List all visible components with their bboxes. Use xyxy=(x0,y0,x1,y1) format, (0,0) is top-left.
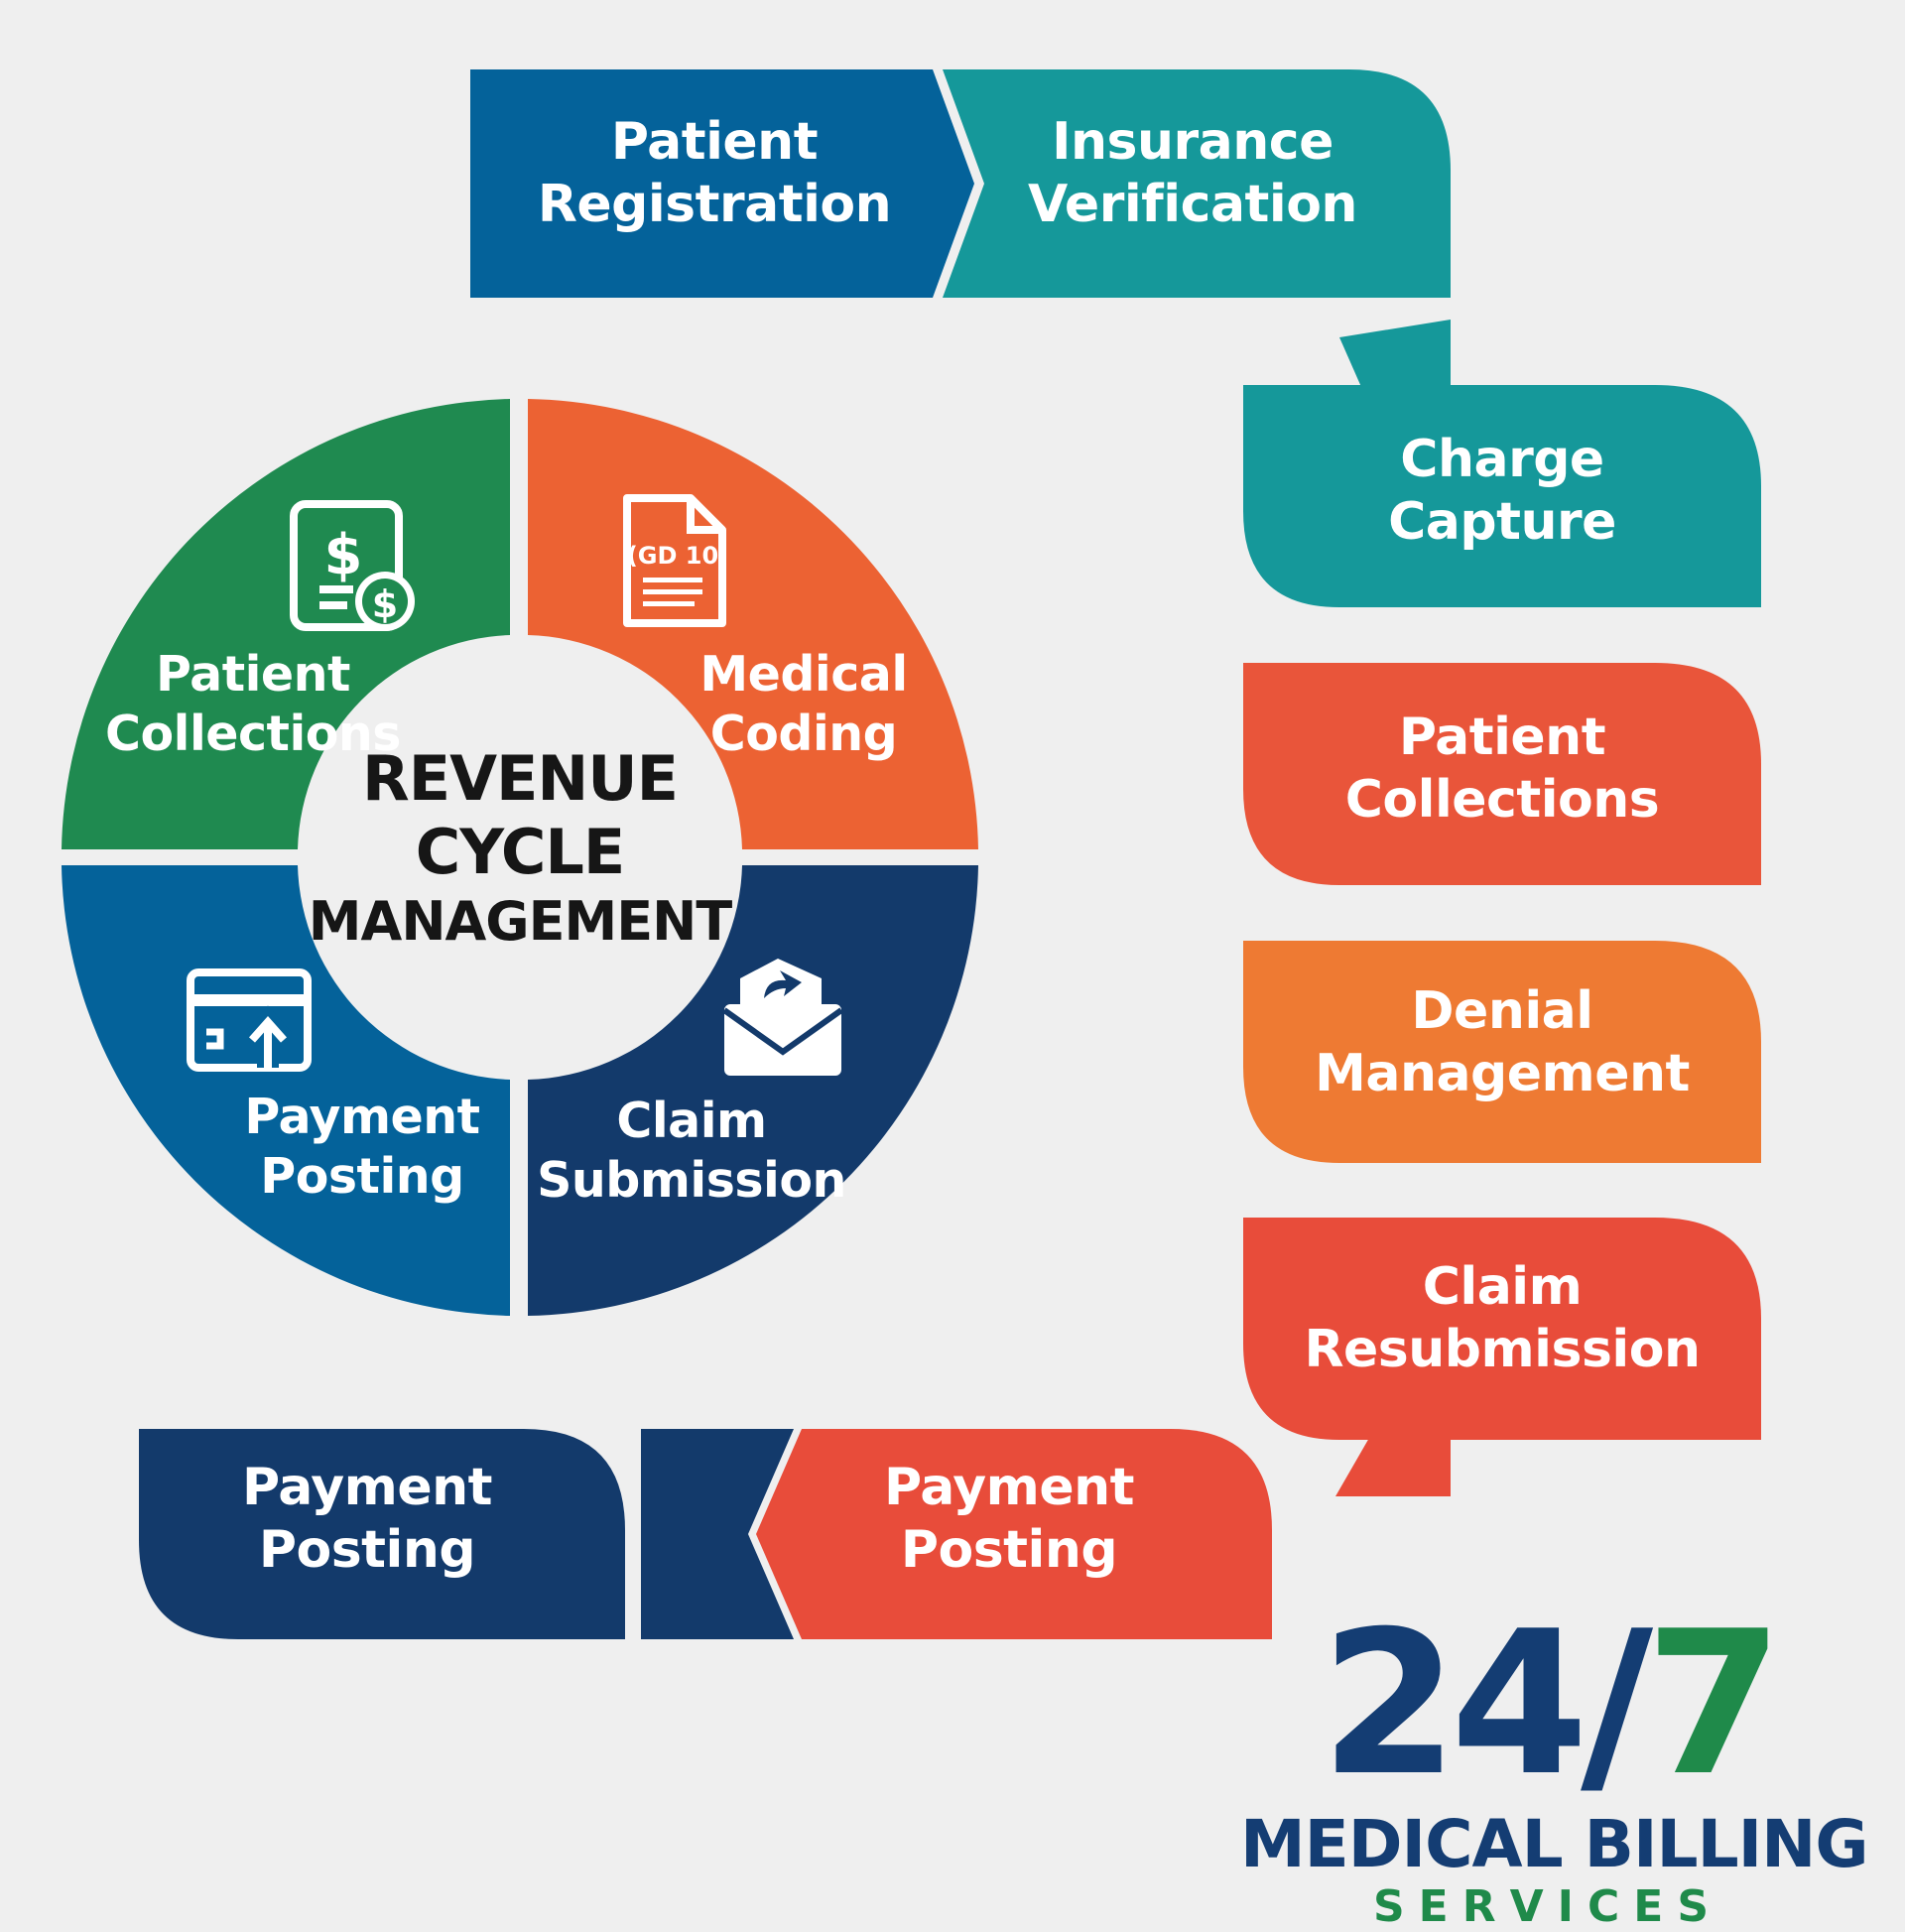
ring-segment-claim-submission xyxy=(528,865,978,1316)
claim-envelope-icon xyxy=(722,959,843,1076)
claim-resubmission-tail xyxy=(1335,1438,1451,1496)
patient-collections-box xyxy=(1243,663,1761,885)
brand-logo: 24/7 MEDICAL BILLING SERVICES xyxy=(1240,1589,1869,1932)
payment-posting-red-shape xyxy=(756,1429,1272,1639)
svg-text:$: $ xyxy=(372,582,398,626)
ring-segment-payment-posting xyxy=(62,865,510,1316)
navy-connector-shape xyxy=(641,1429,794,1639)
brand-name: MEDICAL BILLING xyxy=(1240,1806,1869,1882)
claim-resubmission-box xyxy=(1243,1218,1761,1440)
brand-tagline: SERVICES xyxy=(1372,1881,1723,1932)
icd10-document-icon: (GD 10 xyxy=(623,494,726,627)
payment-card-icon xyxy=(187,968,312,1072)
svg-text:(GD 10: (GD 10 xyxy=(627,542,718,570)
charge-capture-box xyxy=(1243,385,1761,607)
svg-text:$: $ xyxy=(324,523,363,587)
payment-posting-navy-shape xyxy=(139,1429,625,1639)
charge-capture-tab xyxy=(1339,320,1451,387)
denial-management-box xyxy=(1243,941,1761,1163)
insurance-verification-shape xyxy=(943,69,1451,298)
revenue-cycle-management-title: REVENUE CYCLE MANAGEMENT xyxy=(308,742,732,953)
brand-number: 24/7 xyxy=(1320,1589,1784,1820)
patient-registration-shape xyxy=(470,69,974,298)
ring-segment-medical-coding xyxy=(528,399,978,849)
dollar-document-icon: $ $ xyxy=(290,500,415,631)
